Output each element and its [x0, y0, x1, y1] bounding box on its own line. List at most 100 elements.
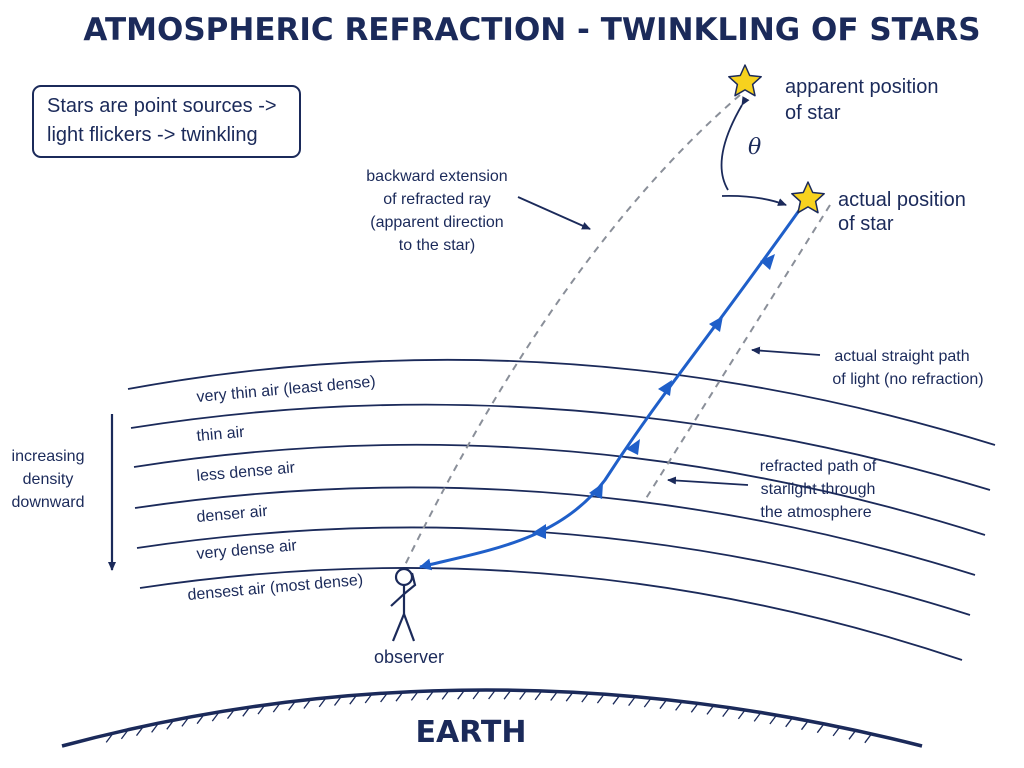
hatch-mark — [800, 721, 809, 731]
backward-extension-annotation: backward extension of refracted ray (app… — [366, 168, 591, 254]
hatch-mark — [596, 694, 604, 704]
apparent-position-label-2: of star — [785, 102, 841, 124]
hatch-mark — [364, 694, 372, 704]
apparent-position-label-1: apparent position — [785, 76, 938, 98]
hatch-mark — [785, 718, 793, 728]
ray-direction-arrow-1 — [760, 254, 775, 270]
earth-curve — [61, 688, 923, 748]
density-line-2: density — [23, 471, 74, 488]
hatch-mark — [519, 691, 527, 700]
layer-label-5: very dense air — [196, 537, 298, 563]
backward-extension-line-1: backward extension — [366, 168, 507, 185]
atmosphere-layers — [127, 358, 996, 661]
hatch-mark — [643, 698, 651, 708]
layer-label-6: densest air (most dense) — [187, 572, 364, 604]
hatch-mark — [395, 692, 403, 702]
hatch-mark — [690, 703, 698, 713]
observer-head — [394, 567, 414, 587]
hatch-mark — [534, 691, 542, 701]
hatch-mark — [410, 692, 418, 701]
hatch-mark — [753, 713, 761, 722]
observer-leg-right — [402, 613, 416, 642]
ray-direction-arrow-5 — [589, 483, 603, 499]
layer-label-3: less dense air — [196, 459, 296, 485]
density-line-3: downward — [12, 494, 85, 511]
hatch-mark — [550, 692, 558, 701]
hatch-mark — [288, 701, 296, 711]
hatch-mark — [832, 727, 840, 737]
refracted-path-pointer — [667, 476, 749, 486]
actual-position-label-2: of star — [838, 213, 894, 235]
hatch-mark — [581, 693, 589, 703]
straight-path-line-2: of light (no refraction) — [832, 371, 983, 388]
hatch-mark — [135, 727, 144, 736]
layer-label-4: denser air — [196, 503, 269, 526]
hatch-mark — [333, 697, 342, 706]
hatch-mark — [166, 720, 174, 730]
straight-path-line-1: actual straight path — [834, 348, 969, 365]
refracted-path-line-1: refracted path of — [760, 458, 877, 475]
hatch-mark — [196, 715, 204, 725]
hatch-mark — [242, 707, 250, 717]
hatch-mark — [848, 730, 856, 740]
density-indicator: increasing density downward — [12, 414, 116, 571]
hatch-mark — [737, 710, 745, 720]
refracted-path-line-2: starlight through — [761, 481, 876, 498]
star-icon — [728, 64, 762, 97]
earth-label: EARTH — [415, 715, 526, 750]
layer-label-2: thin air — [196, 424, 246, 445]
hatch-mark — [257, 705, 265, 715]
hatch-mark — [816, 724, 824, 734]
layer-boundary-2 — [130, 403, 991, 491]
layer-label-1: very thin air (least dense) — [196, 373, 376, 406]
backward-extension-line-3: (apparent direction — [370, 214, 503, 231]
hatch-mark — [181, 718, 189, 727]
backward-extension-line — [404, 94, 741, 566]
density-line-1: increasing — [12, 448, 85, 465]
apparent-star — [728, 64, 762, 97]
hatch-mark — [628, 697, 636, 706]
observer-leg-left — [391, 613, 406, 642]
backward-extension-line-2: of refracted ray — [383, 191, 491, 208]
hatch-mark — [503, 690, 511, 700]
hatch-mark — [151, 724, 159, 733]
hatch-mark — [120, 730, 128, 740]
hatch-mark — [675, 702, 683, 711]
observer-label: observer — [374, 647, 444, 667]
hatch-mark — [488, 690, 496, 700]
hatch-mark — [380, 693, 388, 703]
backward-extension-line-4: to the star) — [399, 237, 475, 254]
hatch-mark — [105, 734, 113, 743]
hatch-mark — [706, 706, 714, 715]
note-line-2: light flickers -> twinkling — [47, 124, 258, 146]
backward-extension-pointer — [517, 196, 591, 230]
layer-boundary-1 — [127, 358, 996, 446]
ray-direction-arrow-6 — [532, 524, 546, 539]
hatch-mark — [769, 715, 777, 725]
hatch-mark — [565, 692, 573, 702]
straight-path-pointer — [751, 346, 821, 356]
diagram-title: ATMOSPHERIC REFRACTION - TWINKLING OF ST… — [83, 12, 980, 48]
hatch-mark — [318, 698, 326, 708]
refracted-path-annotation: refracted path of starlight through the … — [667, 458, 877, 521]
note-line-1: Stars are point sources -> — [47, 95, 277, 117]
hatch-mark — [272, 703, 280, 713]
earth-hatching — [105, 690, 872, 744]
layer-boundary-4 — [134, 486, 976, 576]
refracted-path-line-3: the atmosphere — [760, 504, 871, 521]
straight-path-line — [644, 204, 831, 501]
hatch-mark — [864, 734, 872, 744]
layer-boundary-6 — [139, 567, 963, 661]
hatch-mark — [226, 710, 235, 719]
observer-arm-left — [390, 593, 405, 607]
hatch-mark — [211, 712, 219, 722]
hatch-mark — [659, 700, 667, 710]
hatch-mark — [457, 690, 465, 700]
ray-direction-arrow-2 — [709, 316, 723, 332]
hatch-mark — [426, 691, 434, 701]
observer-arm-right — [403, 572, 417, 595]
hatch-mark — [349, 695, 357, 705]
hatch-mark — [472, 690, 480, 700]
hatch-mark — [441, 691, 449, 700]
twinkling-note-box: Stars are point sources -> light flicker… — [32, 85, 301, 158]
